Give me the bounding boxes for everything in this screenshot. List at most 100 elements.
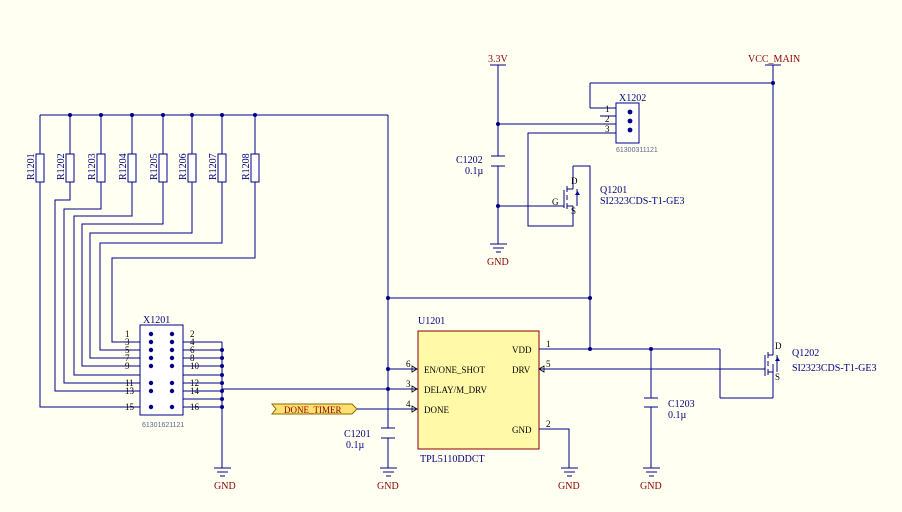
- resistor-r1206[interactable]: R1206: [178, 113, 197, 183]
- resistor-r1202[interactable]: R1202: [56, 113, 75, 183]
- u1201-pin-2-num: 2: [546, 419, 551, 429]
- x1202-pin-3: 3: [605, 124, 610, 134]
- gnd-symbol-u1201: GND: [558, 467, 580, 492]
- q1201-s: S: [571, 206, 576, 216]
- x1201-pin-dot: [148, 347, 154, 353]
- u1201-ref: U1201: [418, 316, 445, 327]
- x1201-pin-dot: [148, 339, 154, 345]
- x1201-pin-dot: [169, 355, 175, 361]
- resistor-r1207[interactable]: R1207: [208, 113, 227, 183]
- x1201-pin-dot: [148, 404, 154, 410]
- gnd-symbol-c1201: GND: [377, 467, 399, 492]
- vdd-rail: [588, 296, 773, 399]
- resistor-label: R1207: [208, 153, 219, 180]
- c1203-value: 0.1µ: [668, 410, 687, 421]
- capacitor-c1203[interactable]: C1203 0.1µ: [644, 349, 695, 468]
- q1201-d: D: [571, 176, 578, 186]
- q1201-g: G: [552, 197, 559, 207]
- x1201-pin-label: 9: [125, 361, 130, 371]
- x1201-pin-dot: [169, 404, 175, 410]
- x1202-pin3-trace: [527, 132, 616, 227]
- u1201-part: TPL5110DDCT: [420, 454, 485, 465]
- ic-u1201[interactable]: U1201 TPL5110DDCT 6 EN/ONE_SHOT 3 DELAY/…: [406, 316, 760, 468]
- c1201-ref: C1201: [344, 429, 371, 440]
- gnd-label-5: GND: [487, 257, 509, 268]
- gnd-label-2: GND: [377, 481, 399, 492]
- x1201-pin-dot: [169, 347, 175, 353]
- capacitor-c1202[interactable]: C1202 0.1µ: [456, 155, 505, 177]
- header-right-bus: [183, 341, 388, 468]
- x1202-pin-1: 1: [605, 104, 610, 114]
- x1201-pin-dot: [148, 331, 154, 337]
- u1201-pin-2-name: GND: [512, 425, 532, 435]
- q1201-part: SI2323CDS-T1-GE3: [600, 196, 684, 207]
- u1201-pin-5-num: 5: [546, 359, 551, 369]
- x1201-pin-label: 3: [125, 337, 130, 347]
- vcc-main-rail: VCC_MAIN: [589, 54, 800, 335]
- rail-3v3: 3.3V: [488, 54, 616, 244]
- c1202-value: 0.1µ: [465, 166, 484, 177]
- mosfet-q1202[interactable]: D S Q1202 SI2323CDS-T1-GE3: [760, 335, 876, 398]
- u1201-pin-1-num: 1: [546, 339, 551, 349]
- header-x1202[interactable]: X1202 61300311121 1 2 3: [600, 93, 658, 154]
- u1201-pin-1-name: VDD: [512, 345, 532, 355]
- x1201-pin-dot: [148, 380, 154, 386]
- c1203-ref: C1203: [668, 399, 695, 410]
- x1201-pin-label: 7: [125, 353, 130, 363]
- resistor-label: R1204: [118, 153, 129, 180]
- q1202-s: S: [775, 372, 780, 382]
- gnd-symbol-c1202: GND: [487, 243, 509, 268]
- u1201-pin-5-name: DRV: [512, 365, 531, 375]
- resistor-label: R1201: [26, 153, 37, 180]
- resistor-label: R1206: [178, 153, 189, 180]
- x1201-pin-dot: [148, 363, 154, 369]
- x1201-ref: X1201: [143, 315, 170, 326]
- x1202-ref: X1202: [619, 93, 646, 104]
- q1201-ref: Q1201: [600, 185, 627, 196]
- resistor-r1201[interactable]: R1201: [26, 115, 45, 183]
- u1201-pin-6-name: EN/ONE_SHOT: [424, 365, 485, 375]
- u1201-pin-4-num: 4: [406, 399, 411, 409]
- resistor-label: R1205: [149, 153, 160, 180]
- resistor-r1203[interactable]: R1203: [87, 113, 106, 183]
- u1201-pin-3-num: 3: [406, 379, 411, 389]
- resistor-label: R1202: [56, 153, 67, 180]
- u1201-pin-4-name: DONE: [424, 405, 449, 415]
- c1201-value: 0.1µ: [346, 440, 365, 451]
- u1201-pin-6-num: 6: [406, 359, 411, 369]
- q1202-ref: Q1202: [792, 348, 819, 359]
- x1201-pin-dot: [169, 331, 175, 337]
- gnd-symbol-header: GND: [214, 467, 236, 492]
- gnd-label-1: GND: [214, 481, 236, 492]
- c1202-ref: C1202: [456, 155, 483, 166]
- x1201-pin-dot: [169, 380, 175, 386]
- x1201-pin-label: 1: [125, 329, 130, 339]
- net-label-done-timer[interactable]: DONE_TIMER: [270, 403, 418, 415]
- q1202-part: SI2323CDS-T1-GE3: [792, 363, 876, 374]
- header-x1201[interactable]: X1201 61301621121 1357911131524681012141…: [125, 315, 200, 429]
- q1202-d: D: [775, 341, 782, 351]
- x1202-part: 61300311121: [616, 147, 658, 154]
- x1201-pin-label: 15: [125, 402, 135, 412]
- x1202-pin-2: 2: [605, 114, 610, 124]
- mosfet-q1201[interactable]: G D S Q1201 SI2323CDS-T1-GE3: [552, 165, 684, 298]
- x1201-pin-label: 2: [190, 329, 195, 339]
- x1201-pin-label: 13: [125, 386, 135, 396]
- resistor-r1204[interactable]: R1204: [118, 113, 137, 183]
- capacitor-c1201[interactable]: C1201 0.1µ: [344, 427, 395, 451]
- center-trace: [386, 115, 590, 468]
- done-timer-text: DONE_TIMER: [284, 405, 342, 415]
- x1201-part: 61301621121: [142, 422, 184, 429]
- resistor-label: R1208: [241, 153, 252, 180]
- x1201-pin-dot: [148, 388, 154, 394]
- resistor-r1208[interactable]: R1208: [241, 113, 260, 183]
- x1201-pin-dot: [169, 388, 175, 394]
- x1201-pin-dot: [169, 363, 175, 369]
- gnd-label-3: GND: [558, 481, 580, 492]
- u1201-pin-3-name: DELAY/M_DRV: [424, 385, 487, 395]
- resistor-r1205[interactable]: R1205: [149, 113, 168, 183]
- x1201-pin-dot: [169, 339, 175, 345]
- x1201-pin-label: 11: [125, 378, 134, 388]
